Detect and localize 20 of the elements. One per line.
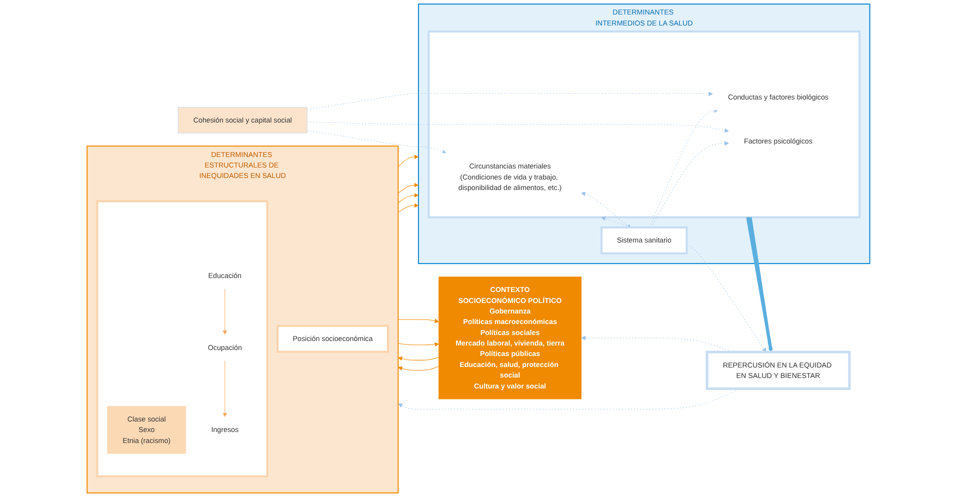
cluster (96, 200, 268, 478)
arrow (306, 92, 712, 110)
arrow (397, 318, 439, 324)
arrow (398, 356, 439, 361)
arrow (397, 193, 418, 204)
arrow (397, 182, 418, 194)
arrow (222, 360, 227, 418)
arrow (398, 366, 439, 371)
arrow (580, 192, 629, 228)
arrow (397, 342, 439, 347)
arrow (650, 141, 729, 228)
arrow (306, 130, 446, 154)
cluster (427, 30, 860, 218)
arrow (397, 154, 418, 168)
arrow (306, 122, 729, 133)
arrow (600, 216, 632, 228)
arrow (222, 288, 227, 335)
arrow (398, 389, 738, 410)
arrow (580, 336, 730, 352)
arrow (397, 203, 418, 213)
